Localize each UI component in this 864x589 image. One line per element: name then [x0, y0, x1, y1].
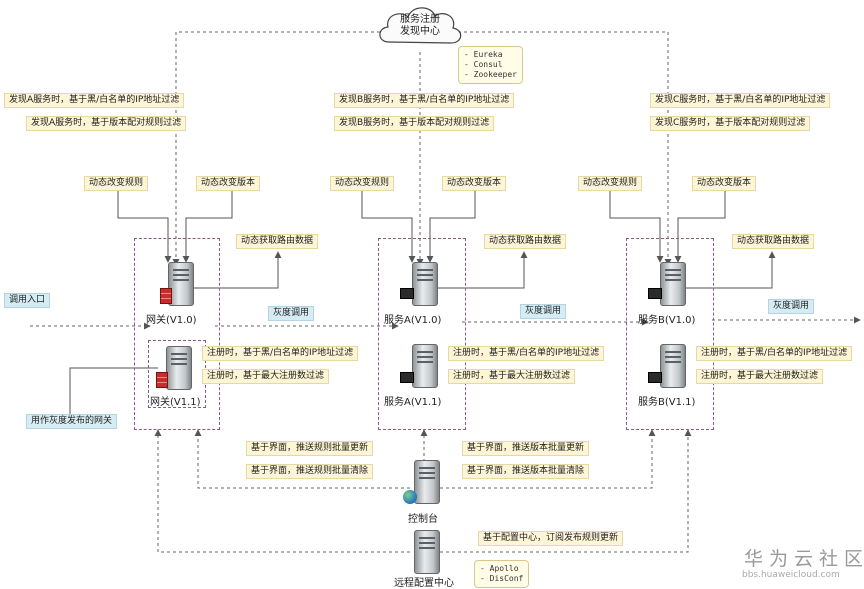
service-b-discover-ip-label: 发现C服务时，基于黑/白名单的IP地址过滤 — [650, 93, 831, 108]
gateway-fetch-route-label: 动态获取路由数据 — [236, 234, 319, 249]
subscribe-rule-label: 基于配置中心，订阅发布规则更新 — [478, 531, 624, 546]
registry-options: - Eureka - Consul - Zookeeper — [458, 46, 523, 84]
registry-title: 服务注册 发现中心 — [400, 14, 440, 37]
registry-to-service-b-line — [458, 31, 672, 266]
gateway-change-version-label: 动态改变版本 — [196, 176, 261, 191]
gateway-register-ip-label: 注册时，基于黑/白名单的IP地址过滤 — [202, 346, 359, 361]
config-center-label: 远程配置中心 — [394, 578, 454, 589]
monitor-icon — [400, 288, 414, 299]
gateway-v10-server-icon — [168, 262, 194, 306]
service-b-change-version-label: 动态改变版本 — [692, 176, 757, 191]
service-b-register-ip-label: 注册时，基于黑/白名单的IP地址过滤 — [696, 346, 853, 361]
gateway-group-box — [134, 238, 220, 430]
service-a-change-version-label: 动态改变版本 — [442, 176, 507, 191]
gateway-change-rule-label: 动态改变规则 — [84, 176, 149, 191]
registry-option: - Zookeeper — [464, 70, 517, 79]
service-a-v10-label: 服务A(V1.0) — [384, 315, 442, 326]
firewall-icon — [160, 288, 172, 304]
gray-call-label: 灰度调用 — [520, 304, 567, 319]
gray-call-label: 灰度调用 — [268, 306, 315, 321]
console-to-service-b-line — [440, 429, 656, 489]
gray-call-label: 灰度调用 — [768, 299, 815, 314]
watermark-title: 华为云社区 — [744, 548, 864, 570]
service-b-v11-server-icon — [660, 344, 686, 388]
service-b-discover-version-label: 发现C服务时，基于版本配对规则过滤 — [650, 116, 811, 131]
registry-to-gateway-line — [172, 31, 380, 266]
service-b-v10-label: 服务B(V1.0) — [638, 315, 696, 326]
registry-cloud-icon — [379, 7, 462, 44]
gateway-v11-server-icon — [166, 346, 192, 390]
service-a-fetch-route-label: 动态获取路由数据 — [484, 234, 567, 249]
console-to-gateway-line — [194, 429, 410, 489]
config-center-server-icon — [414, 530, 440, 574]
watermark-url: bbs.huaweicloud.com — [742, 570, 840, 580]
service-b-v11-label: 服务B(V1.1) — [638, 397, 696, 408]
entry-label: 调用入口 — [4, 293, 51, 308]
gateway-v11-label: 网关(V1.1) — [150, 397, 201, 408]
config-option: - Apollo — [480, 564, 519, 573]
config-option: - DisConf — [480, 574, 524, 583]
service-a-v11-label: 服务A(V1.1) — [384, 397, 442, 408]
service-b-register-max-label: 注册时，基于最大注册数过滤 — [696, 369, 824, 384]
monitor-icon — [400, 372, 414, 383]
monitor-icon — [648, 372, 662, 383]
globe-icon — [403, 490, 417, 504]
gateway-v10-label: 网关(V1.0) — [146, 315, 197, 326]
console-server-icon — [414, 460, 440, 504]
registry-option: - Consul — [464, 60, 503, 69]
service-a-discover-ip-label: 发现B服务时，基于黑/白名单的IP地址过滤 — [334, 93, 515, 108]
console-label: 控制台 — [408, 514, 438, 525]
service-b-fetch-route-label: 动态获取路由数据 — [732, 234, 815, 249]
service-a-register-ip-label: 注册时，基于黑/白名单的IP地址过滤 — [448, 346, 605, 361]
config-center-options: - Apollo - DisConf — [474, 560, 530, 588]
gateway-register-max-label: 注册时，基于最大注册数过滤 — [202, 369, 330, 384]
monitor-icon — [648, 288, 662, 299]
push-version-clear-label: 基于界面，推送版本批量清除 — [462, 464, 590, 479]
service-a-discover-version-label: 发现B服务时，基于版本配对规则过滤 — [334, 116, 495, 131]
firewall-icon — [156, 372, 168, 388]
service-b-v10-server-icon — [660, 262, 686, 306]
gray-gateway-note: 用作灰度发布的网关 — [26, 414, 118, 429]
push-rule-clear-label: 基于界面，推送规则批量清除 — [246, 464, 374, 479]
service-a-v10-server-icon — [412, 262, 438, 306]
push-version-update-label: 基于界面，推送版本批量更新 — [462, 441, 590, 456]
gateway-discover-version-label: 发现A服务时，基于版本配对规则过滤 — [26, 116, 187, 131]
service-a-change-rule-label: 动态改变规则 — [330, 176, 395, 191]
service-a-v11-server-icon — [412, 344, 438, 388]
service-b-change-rule-label: 动态改变规则 — [578, 176, 643, 191]
push-rule-update-label: 基于界面，推送规则批量更新 — [246, 441, 374, 456]
service-a-group-box — [378, 238, 466, 430]
service-a-register-max-label: 注册时，基于最大注册数过滤 — [448, 369, 576, 384]
service-b-group-box — [626, 238, 714, 430]
config-to-service-b-line — [440, 429, 692, 553]
gateway-discover-ip-label: 发现A服务时，基于黑/白名单的IP地址过滤 — [4, 93, 185, 108]
registry-option: - Eureka — [464, 50, 503, 59]
config-to-gateway-line — [154, 429, 410, 553]
